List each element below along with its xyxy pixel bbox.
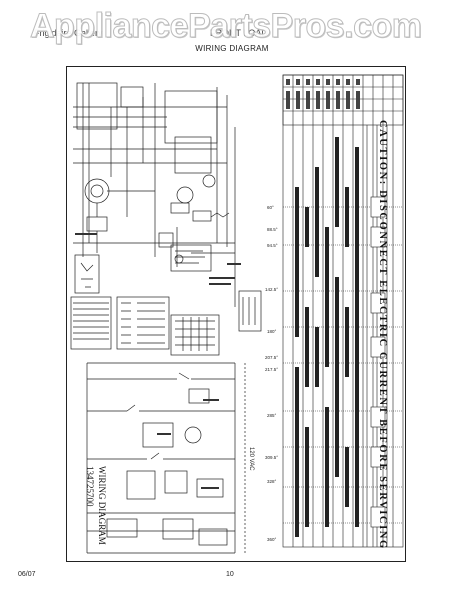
motor-control — [198, 528, 228, 546]
time-mark: 328° — [267, 479, 277, 484]
control-board — [164, 90, 218, 144]
schematic-micro-labels — [75, 233, 241, 489]
watermark-logo: AppliancePartsPros.com — [30, 7, 423, 46]
wiring-diagram-frame: 120 VAC — [66, 66, 406, 562]
thermal-protector — [176, 186, 194, 204]
door-lock-switch — [188, 388, 210, 404]
caution-warning: CAUTION: DISCONNECT ELECTRIC CURRENT BEF… — [377, 120, 388, 550]
model-type: FRONT LOAD — [210, 28, 268, 38]
timer-block — [174, 136, 212, 174]
time-mark: 360° — [267, 537, 277, 542]
schematic-area — [70, 82, 262, 554]
capacitor — [86, 216, 108, 232]
diagram-label-number: 134725700 — [85, 466, 95, 507]
time-mark: 217.5° — [265, 367, 278, 372]
model-name: Frigidaire Gallery — [34, 28, 103, 38]
section-title: WIRING DIAGRAM — [195, 44, 269, 53]
pump-motor — [184, 426, 202, 444]
footer-date: 06/07 — [18, 571, 36, 578]
wire-color-key — [70, 296, 112, 350]
plug-diagram — [74, 254, 100, 294]
time-mark: 142.5° — [265, 287, 278, 292]
timer-bars — [295, 137, 359, 537]
timer-chart — [282, 74, 404, 548]
wiring-diagram-canvas: 120 VAC — [70, 74, 404, 554]
heater-element — [106, 518, 138, 538]
cycle-boxes — [370, 196, 386, 528]
page-number: 10 — [226, 571, 234, 578]
main-line-label: 120 VAC — [248, 447, 254, 471]
dispenser-valve — [126, 470, 156, 500]
time-mark: 94.5° — [267, 243, 278, 248]
door-switch — [202, 174, 216, 188]
time-mark: 309.5° — [265, 455, 278, 460]
relay-block — [120, 86, 144, 108]
water-inlet-valve — [142, 422, 174, 448]
diagram-label-title: WIRING DIAGRAM — [97, 466, 107, 545]
diagram-part-label: WIRING DIAGRAM 134725700 — [84, 466, 108, 556]
drain-pump — [162, 518, 194, 540]
time-mark: 60° — [267, 205, 274, 210]
time-mark: 180° — [267, 329, 277, 334]
chart-header-text — [286, 79, 360, 109]
connector-pinout — [170, 314, 220, 356]
pressure-switch — [164, 470, 188, 494]
power-rails — [86, 362, 236, 554]
time-mark: 207.5° — [265, 355, 278, 360]
motor-switch-block — [76, 82, 118, 130]
symbol-key — [116, 296, 170, 350]
door-lock-rung — [87, 372, 235, 380]
time-mark: 285° — [267, 413, 277, 418]
thermistor — [196, 478, 224, 498]
table-note — [238, 290, 262, 332]
legend-note — [170, 244, 212, 272]
time-marks: 60° 88.5° 94.5° 142.5° 180° 207.5° 217.5… — [265, 205, 278, 542]
time-mark: 88.5° — [267, 227, 278, 232]
drive-motor — [84, 178, 110, 204]
